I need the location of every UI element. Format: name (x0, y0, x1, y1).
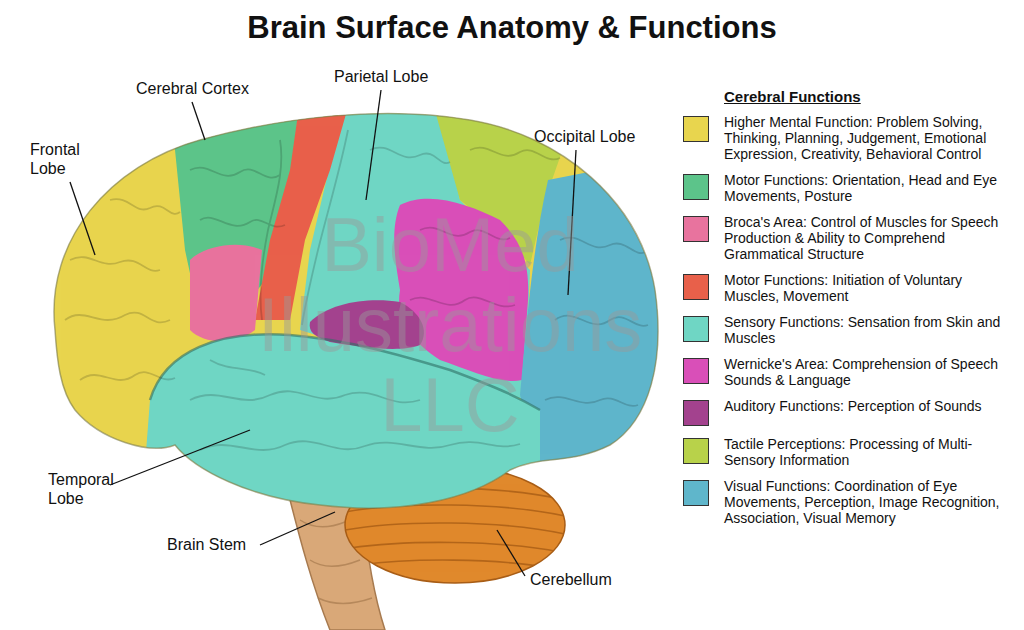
legend-text: Tactile Perceptions: Processing of Multi… (724, 436, 1018, 468)
cerebrum (0, 0, 700, 560)
region-label: Cerebellum (530, 570, 612, 589)
legend-text: Motor Functions: Initiation of Voluntary… (724, 272, 1018, 304)
legend-text: Auditory Functions: Perception of Sounds (724, 398, 1018, 414)
legend-swatch (683, 216, 709, 242)
legend-swatch (683, 174, 709, 200)
legend-swatch (683, 274, 709, 300)
cerebrum-outline (54, 114, 658, 509)
legend-swatch (683, 358, 709, 384)
region-label: Brain Stem (167, 535, 246, 554)
legend-text: Sensory Functions: Sensation from Skin a… (724, 314, 1018, 346)
region-label: Cerebral Cortex (136, 79, 249, 98)
legend-swatch (683, 400, 709, 426)
legend-swatch (683, 316, 709, 342)
legend-text: Visual Functions: Coordination of Eye Mo… (724, 478, 1018, 526)
legend-swatch (683, 438, 709, 464)
legend-text: Wernicke's Area: Comprehension of Speech… (724, 356, 1018, 388)
region-label: Occipital Lobe (534, 127, 635, 146)
legend-text: Motor Functions: Orientation, Head and E… (724, 172, 1018, 204)
legend-text: Broca's Area: Control of Muscles for Spe… (724, 214, 1018, 262)
region-label: Parietal Lobe (334, 67, 428, 86)
legend-text: Higher Mental Function: Problem Solving,… (724, 114, 1018, 162)
legend-swatch (683, 116, 709, 142)
title: Brain Surface Anatomy & Functions (0, 10, 1024, 46)
watermark: BioMed Illustrations LLC (205, 205, 695, 445)
legend-heading: Cerebral Functions (724, 88, 861, 106)
legend-swatch (683, 480, 709, 506)
region-label: Temporal Lobe (48, 470, 126, 508)
leader-lines (70, 90, 576, 576)
region-label: Frontal Lobe (30, 140, 92, 178)
